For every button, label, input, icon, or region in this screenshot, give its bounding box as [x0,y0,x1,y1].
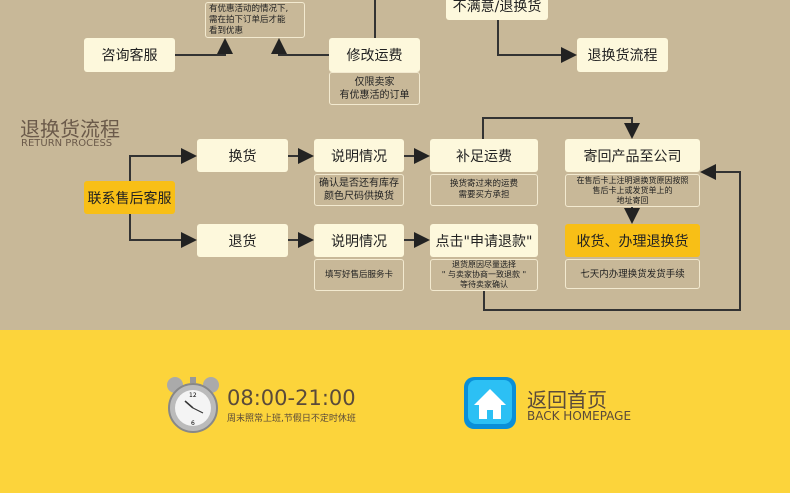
pay-fee-box: 补足运费 [430,139,538,172]
back-home-en[interactable]: BACK HOMEPAGE [527,409,632,423]
section-subtitle: RETURN PROCESS [21,138,113,149]
apply-refund-box: 点击"申请退款" [430,224,538,257]
flow-connectors [129,0,741,311]
exchange-explain-box: 说明情况 [314,139,404,172]
receive-note: 七天内办理换货发货手续 [565,259,700,289]
exchange-explain-note: 确认是否还有库存 颜色尺码供换货 [314,174,404,206]
send-back-box: 寄回产品至公司 [565,139,700,172]
modify-fee-box: 修改运费 [329,38,420,72]
back-home-link[interactable]: 返回首页 [527,388,607,412]
refund-explain-box: 说明情况 [314,224,404,257]
send-back-note: 在售后卡上注明退换货原因按照 售后卡上或发货单上的 地址寄回 [565,174,700,207]
service-hours: 08:00-21:00 [227,386,356,410]
consult-box: 咨询客服 [84,38,175,72]
contact-box: 联系售后客服 [84,181,175,214]
home-button[interactable] [462,375,520,433]
alarm-clock-icon: 12 6 [167,377,219,433]
svg-text:6: 6 [191,420,195,427]
refund-explain-note: 填写好售后服务卡 [314,259,404,291]
refund-box: 退货 [197,224,288,257]
service-hours-note: 周末照常上班,节假日不定时休班 [227,414,356,424]
discount-note: 有优惠活动的情况下, 需在拍下订单后才能 看到优惠 [205,2,305,38]
exchange-box: 换货 [197,139,288,172]
return-flow-box: 退换货流程 [577,38,668,72]
home-icon [464,377,516,429]
section-title: 退换货流程 [20,117,120,141]
modify-fee-note: 仅限卖家 有优惠活的订单 [329,72,420,105]
unsatisfied-box: 不满意/退换货 [446,0,548,20]
footer [0,330,790,493]
svg-text:12: 12 [189,392,197,399]
pay-fee-note: 换货寄过来的运费 需要买方承担 [430,174,538,206]
apply-refund-note: 退货原因尽量选择 " 与卖家协商一致退款 " 等待卖家确认 [430,259,538,291]
receive-box: 收货、办理退换货 [565,224,700,257]
